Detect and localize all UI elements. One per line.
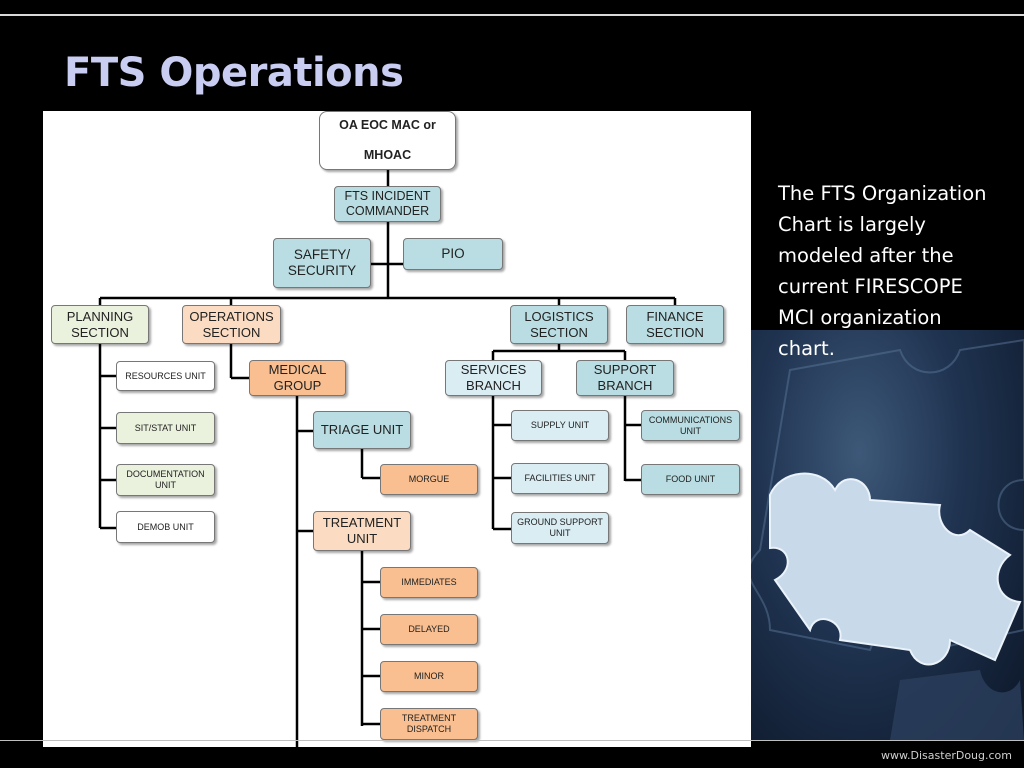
puzzle-pieces-image [750,338,1024,740]
node-treatment-dispatch: TREATMENT DISPATCH [380,708,478,740]
node-logistics-section: LOGISTICS SECTION [510,305,608,344]
node-triage-unit: TRIAGE UNIT [313,411,411,449]
node-finance-section: FINANCE SECTION [626,305,724,344]
node-medical-group: MEDICAL GROUP [249,360,346,396]
node-support-branch: SUPPORT BRANCH [576,360,674,396]
node-resources-unit: RESOURCES UNIT [116,361,215,391]
footer-credit: www.DisasterDoug.com [881,749,1012,762]
node-supply-unit: SUPPLY UNIT [511,410,609,441]
node-fts-incident-commander: FTS INCIDENT COMMANDER [334,186,441,222]
org-chart-connectors [98,170,677,747]
slide-title: FTS Operations [64,50,404,96]
node-food-unit: FOOD UNIT [641,464,740,495]
top-rule [0,14,1024,16]
node-demob-unit: DEMOB UNIT [116,511,215,543]
node-pio: PIO [403,238,503,270]
node-sit-stat-unit: SIT/STAT UNIT [116,412,215,444]
node-delayed: DELAYED [380,614,478,645]
node-operations-section: OPERATIONS SECTION [182,305,281,344]
org-chart: OA EOC MAC or MHOAC FTS INCIDENT COMMAND… [43,111,751,747]
node-minor: MINOR [380,661,478,692]
node-morgue: MORGUE [380,464,478,495]
node-oa-eoc-mac: OA EOC MAC or MHOAC [319,111,456,170]
node-documentation-unit: DOCUMENTATION UNIT [116,464,215,496]
puzzle-piece-shadow [890,670,1024,740]
puzzle-piece-outline [750,338,1024,652]
node-ground-support-unit: GROUND SUPPORT UNIT [511,512,609,544]
node-treatment-unit: TREATMENT UNIT [313,511,411,551]
node-communications-unit: COMMUNICATIONS UNIT [641,410,740,441]
puzzle-piece-light [769,472,1022,666]
node-services-branch: SERVICES BRANCH [445,360,542,396]
node-facilities-unit: FACILITIES UNIT [511,463,609,494]
node-planning-section: PLANNING SECTION [51,305,149,344]
node-immediates: IMMEDIATES [380,567,478,598]
puzzle-background [750,330,1024,740]
caption-text: The FTS Organization Chart is largely mo… [778,182,987,360]
bottom-rule [0,740,1024,741]
node-safety-security: SAFETY/ SECURITY [273,238,371,288]
